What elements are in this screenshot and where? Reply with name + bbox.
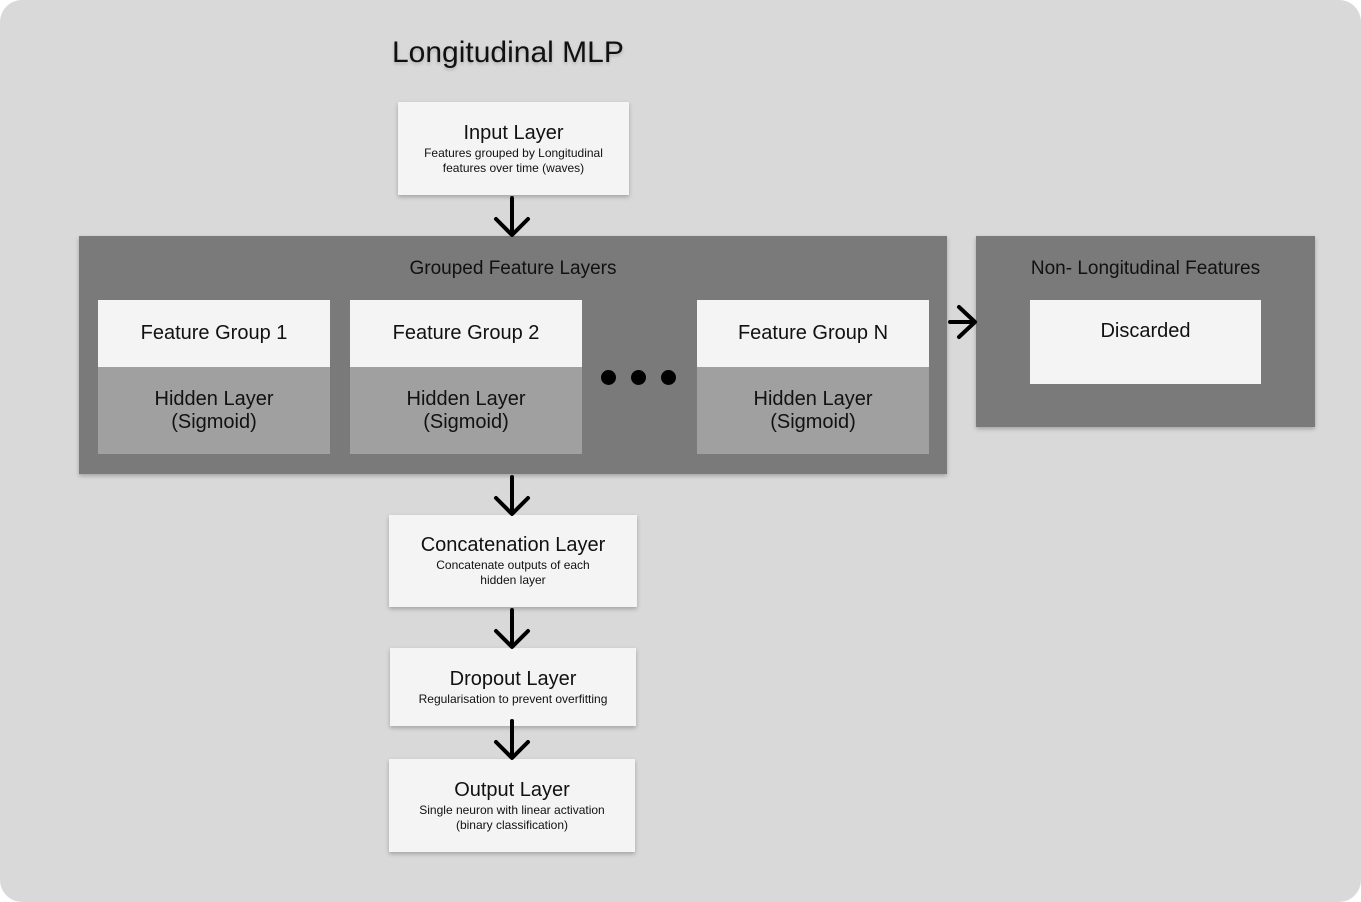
input-layer-description-line1: Features grouped by Longitudinal xyxy=(424,145,603,160)
concatenation-layer-description-line1: Concatenate outputs of each xyxy=(436,558,590,572)
ellipsis-dot-1 xyxy=(601,370,616,385)
grouped-feature-layers-panel: Grouped Feature Layers Feature Group 1 H… xyxy=(79,236,947,474)
hidden-layer-label: Hidden Layer xyxy=(406,387,526,410)
input-layer-label: Input Layer xyxy=(463,121,564,144)
input-layer-box: Input Layer Features grouped by Longitud… xyxy=(398,102,629,195)
ellipsis-dot-3 xyxy=(661,370,676,385)
feature-group-1: Feature Group 1 Hidden Layer (Sigmoid) xyxy=(98,300,330,454)
grouped-feature-layers-title: Grouped Feature Layers xyxy=(409,258,617,279)
output-layer-box: Output Layer Single neuron with linear a… xyxy=(389,759,635,852)
feature-group-1-label: Feature Group 1 xyxy=(98,300,330,367)
diagram-title: Longitudinal MLP xyxy=(392,36,624,69)
output-layer-description-line1: Single neuron with linear activation xyxy=(419,802,605,817)
arrow-input-to-groups-icon xyxy=(494,196,530,237)
ellipsis-dot-2 xyxy=(631,370,646,385)
discarded-box: Discarded xyxy=(1030,300,1261,384)
dropout-layer-box: Dropout Layer Regularisation to prevent … xyxy=(390,648,636,726)
input-layer-description-line2: features over time (waves) xyxy=(442,160,585,175)
hidden-layer-activation: (Sigmoid) xyxy=(171,410,257,433)
feature-group-n: Feature Group N Hidden Layer (Sigmoid) xyxy=(697,300,929,454)
feature-group-n-hidden-layer: Hidden Layer (Sigmoid) xyxy=(697,367,929,454)
concatenation-layer-description-line2: hidden layer xyxy=(480,573,546,587)
hidden-layer-label: Hidden Layer xyxy=(154,387,274,410)
arrow-concatenation-to-dropout-icon xyxy=(494,608,530,649)
hidden-layer-activation: (Sigmoid) xyxy=(770,410,856,433)
feature-group-1-hidden-layer: Hidden Layer (Sigmoid) xyxy=(98,367,330,454)
dropout-layer-description: Regularisation to prevent overfitting xyxy=(418,691,608,706)
feature-group-2-hidden-layer: Hidden Layer (Sigmoid) xyxy=(350,367,582,454)
dropout-layer-label: Dropout Layer xyxy=(449,667,577,690)
concatenation-layer-box: Concatenation Layer Concatenate outputs … xyxy=(389,515,637,607)
output-layer-label: Output Layer xyxy=(454,778,570,801)
output-layer-description-line2: (binary classification) xyxy=(455,817,569,832)
feature-group-2-label: Feature Group 2 xyxy=(350,300,582,367)
hidden-layer-activation: (Sigmoid) xyxy=(423,410,509,433)
non-longitudinal-features-title: Non- Longitudinal Features xyxy=(1030,258,1261,279)
arrow-groups-to-non-longitudinal-icon xyxy=(948,305,977,339)
arrow-groups-to-concatenation-icon xyxy=(494,475,530,516)
arrow-dropout-to-output-icon xyxy=(494,719,530,760)
feature-group-2: Feature Group 2 Hidden Layer (Sigmoid) xyxy=(350,300,582,454)
feature-group-n-label: Feature Group N xyxy=(697,300,929,367)
hidden-layer-label: Hidden Layer xyxy=(753,387,873,410)
concatenation-layer-label: Concatenation Layer xyxy=(420,534,606,556)
